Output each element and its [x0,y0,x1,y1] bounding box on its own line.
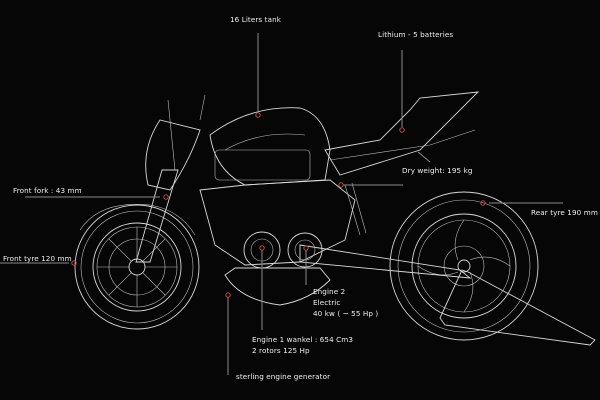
batteries-marker [399,127,405,133]
engine1-spec: Engine 1 wankel : 654 Cm3 [252,335,354,344]
engine2-power: 40 kw ( ~ 55 Hp ) [313,309,379,318]
engine1-marker [259,245,265,251]
headlight-fairing [145,119,201,191]
front-tyre-marker [71,260,77,266]
rear-tyre-marker [480,200,486,206]
frame [199,179,356,266]
engine1-power: 2 rotors 125 Hp [252,346,310,355]
stand [439,269,596,346]
rear-tyre-label: Rear tyre 190 mm [531,208,598,217]
fuel-tank [209,107,331,186]
generator-marker [225,292,231,298]
front-tyre-label: Front tyre 120 mm [3,254,72,263]
rear-wheel [389,191,539,341]
tank-marker [255,112,261,118]
generator-label: sterling engine generator [236,372,331,381]
front-wheel [74,204,200,330]
engine2-name: Engine 2 [313,287,346,296]
engine-block [224,231,331,306]
front-fork-marker [163,194,169,200]
swingarm [299,244,472,279]
engine2-type: Electric [313,298,341,307]
front-fork-label: Front fork : 43 mm [13,186,82,195]
dry-weight-marker [338,182,344,188]
seat-tail [324,91,480,176]
dry-weight-label: Dry weight: 195 kg [402,166,473,175]
tank-label: 16 Liters tank [230,15,281,24]
front-fork [135,169,179,263]
batteries-label: Lithium - 5 batteries [378,30,454,39]
engine2-marker [303,245,309,251]
